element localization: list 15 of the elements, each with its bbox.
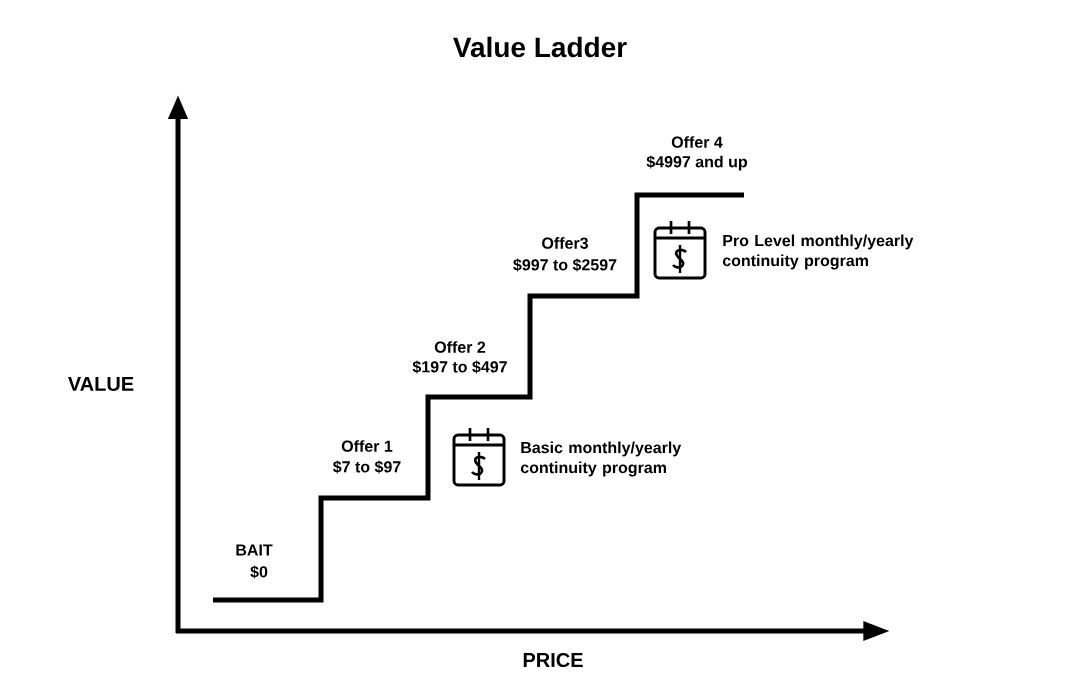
axis-label: VALUE [68, 377, 134, 391]
step-label: BAIT [236, 544, 273, 556]
price-label: $7 to $97 [332, 460, 401, 474]
price-label: $4997 and up [646, 155, 747, 171]
note-text: Pro Level monthly/yearly continuity program [722, 234, 914, 270]
step-label: Offer3 [542, 237, 588, 249]
step-label: Offer 4 [671, 136, 723, 148]
price-label: $197 to $497 [412, 360, 507, 374]
note-text: Basic monthly/yearly continuity program [520, 441, 682, 477]
step-label: Offer 1 [341, 440, 393, 452]
price-label: $997 to $2597 [513, 258, 617, 272]
price-label: $0 [250, 565, 268, 579]
title: Value Ladder [453, 36, 627, 58]
axis-label: PRICE [523, 652, 583, 668]
step-label: Offer 2 [434, 341, 486, 353]
